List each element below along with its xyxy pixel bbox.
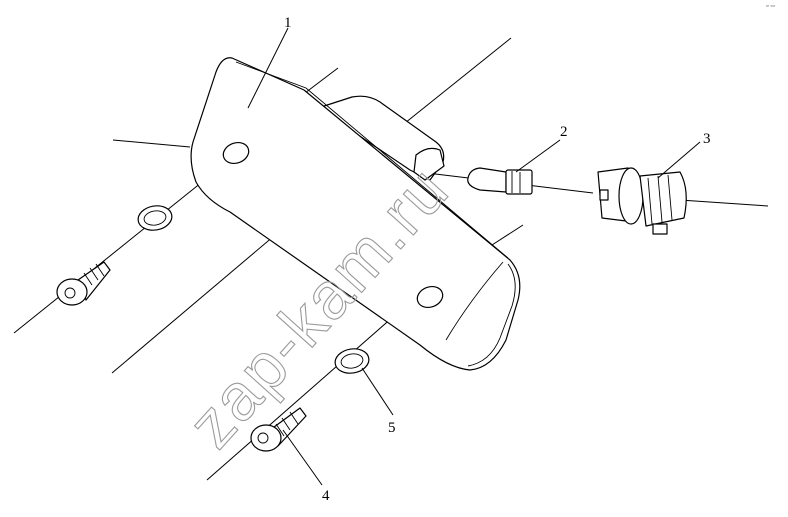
- screw-upper-thread: [83, 263, 105, 286]
- callout-4: 4: [322, 488, 330, 504]
- axis-line-right: [491, 224, 524, 246]
- washer-upper: [137, 205, 173, 231]
- leader-3: [657, 141, 701, 179]
- screw-lower: [250, 407, 307, 452]
- washer-lower-inner: [340, 353, 364, 369]
- screw-upper-head: [56, 278, 88, 306]
- callout-3: 3: [703, 131, 711, 147]
- axis-line-top: [304, 67, 339, 94]
- washer-upper-inner: [143, 210, 167, 226]
- screw-upper-torx-icon: [64, 287, 76, 299]
- socket-ring: [618, 167, 644, 225]
- leader-2: [515, 139, 561, 173]
- bulb-base: [505, 169, 533, 195]
- screw-lower-head: [250, 424, 282, 452]
- callout-1: 1: [284, 15, 292, 31]
- socket-rib: [647, 177, 653, 225]
- housing-end-face: [467, 263, 516, 367]
- washer-upper-outer: [137, 205, 173, 231]
- corner-mark: ᵃʰ ᵃᵃᵃ: [766, 4, 776, 9]
- socket-clip: [599, 189, 609, 201]
- socket-rib: [657, 175, 663, 223]
- leader-lines: [247, 27, 701, 486]
- housing-end-edge: [445, 261, 504, 341]
- bulb-socket: [597, 167, 687, 235]
- upper-mounting-hole: [222, 142, 250, 164]
- housing-rear-cap: [413, 147, 445, 181]
- washer-lower: [334, 348, 370, 374]
- bulb-glass: [467, 167, 507, 193]
- lamp-housing: [190, 57, 521, 371]
- axis-line-screw-lower: [206, 294, 419, 481]
- axis-line-socket: [679, 199, 769, 207]
- callout-2: 2: [560, 124, 568, 140]
- screw-lower-thread: [275, 411, 299, 437]
- lower-mounting-hole: [416, 286, 444, 308]
- callout-5: 5: [388, 420, 396, 436]
- axis-line-left: [112, 139, 191, 148]
- socket-body: [639, 171, 687, 227]
- axis-line-top-right: [404, 37, 512, 124]
- washer-lower-outer: [334, 348, 370, 374]
- callout-labels: 1 2 3 4 5: [284, 15, 711, 504]
- screw-upper: [56, 261, 111, 306]
- leader-1: [247, 27, 289, 109]
- leader-5: [361, 367, 394, 416]
- socket-tab: [652, 223, 668, 235]
- bulb: [467, 167, 533, 195]
- leader-4: [282, 429, 323, 486]
- axis-line-screw-upper: [13, 157, 233, 334]
- housing-rim: [235, 61, 509, 259]
- socket-rib: [667, 174, 673, 221]
- screw-lower-torx-icon: [257, 432, 269, 444]
- assembly-axis-lines: [13, 37, 769, 481]
